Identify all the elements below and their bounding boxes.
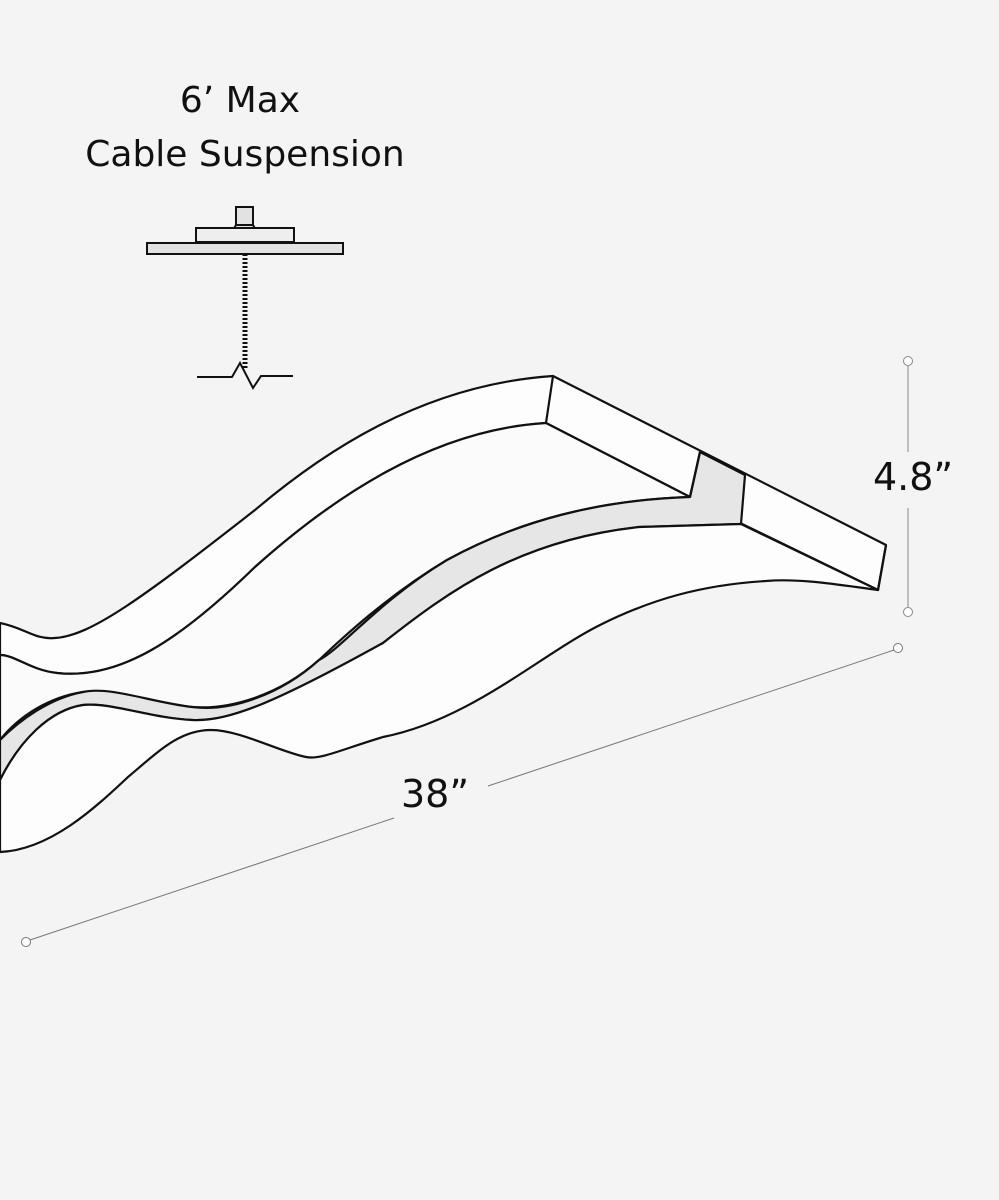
length-dimension-label: 38” [385,772,485,816]
height-dimension-label: 4.8” [868,455,958,499]
wave-fixture [0,374,888,854]
suspension-title-line1: 6’ Max [179,80,301,121]
length-dimension-line [21,643,903,947]
suspension-title-line2: Cable Suspension [85,134,405,175]
canopy-icon [146,206,344,255]
bottom-face [0,522,880,854]
cable-icon [197,254,293,390]
height-dimension-line [903,356,913,617]
